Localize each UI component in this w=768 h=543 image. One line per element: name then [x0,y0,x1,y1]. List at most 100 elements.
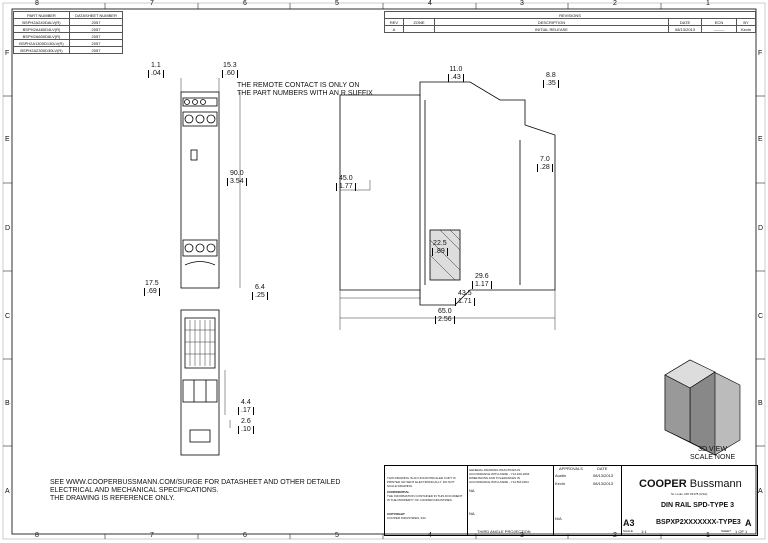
sheet-label: SHEET [721,529,732,533]
dim-in: 1.77 [336,183,356,191]
dim-in: .25 [252,292,268,300]
side-view [339,81,556,306]
revisions-title: REVISIONS [384,11,756,19]
confidential-label: CONFIDENTIAL [387,490,410,494]
table-row: BSPH2A600D6LV(R)2057 [13,32,124,40]
note-line: ELECTRICAL AND MECHANICAL SPECIFICATIONS… [50,487,219,494]
sheet-size: A3 [623,518,635,528]
header-cell: PART NUMBER [13,11,70,19]
dim-in: .35 [543,80,559,88]
revision: A [745,518,752,528]
table-row: BSPH2A1300D130LV(R)2057 [13,39,124,47]
header-cell: REV [384,18,404,26]
line: ACCORDANCE WITH ASME - Y14.5M-1994 [469,480,529,484]
zone-row: F [5,50,10,57]
cell: 2057 [68,46,124,54]
dim-mm: 45.0 [339,175,353,182]
dim-mm: 2.6 [241,418,251,425]
front-view [180,91,220,289]
date-label: DATE [597,466,608,471]
3d-view [664,359,741,456]
cell: BSPH2A600D6LV(R) [13,32,70,40]
table-row: BSPH2A2300D30LV(R)2057 [13,46,124,54]
company-column: COOPER Bussmann St. Louis, MO 63178 (USA… [621,466,757,535]
dim-in: 1.17 [472,281,492,289]
zone-col: 8 [35,0,39,7]
zone-col: 2 [613,0,617,7]
header-cell: ECN [701,18,737,26]
zone-col: 3 [520,0,524,7]
line: DIMENSIONS AND TOLERANCES IN [469,476,520,480]
sheet-number: 1 OF 1 [735,529,748,534]
company-logo: COOPER Bussmann [639,478,742,490]
zone-row: D [5,225,11,232]
dimension: 7.0.28 [537,156,553,172]
dimension: 1.1.04 [148,62,164,78]
note-line: SEE WWW.COOPERBUSSMANN.COM/SURGE FOR DAT… [50,479,341,486]
cell: INITIAL RELEASE [434,25,669,33]
cell: 2057 [68,25,124,33]
dim-mm: 7.0 [540,156,550,163]
dimension: 8.8.35 [543,72,559,88]
note-line: THE DRAWING IS REFERENCE ONLY. [50,495,175,502]
dim-in: .04 [148,70,164,78]
drawing-title: DIN RAIL SPD-TYPE 3 [661,502,734,509]
dim-mm: 11.0 [449,66,463,73]
dimension: 2.6.10 [238,418,254,434]
dim-mm: 4.4 [241,399,251,406]
location: St. Louis, MO 63178 (USA) [671,492,708,496]
dim-in: .89 [432,248,448,256]
zone-col: 7 [150,0,154,7]
cell: 2057 [68,32,124,40]
dimension: 15.3.60 [222,62,238,78]
zone-col: 7 [150,532,154,539]
zone-row: E [758,136,763,143]
dim-in: 3.54 [227,178,247,186]
na-field: N/A [555,516,562,521]
uncontrolled-note: THIS DRAWING IS AN UNCONTROLLED COPY IF … [387,476,457,488]
notes-column: THIS DRAWING IS AN UNCONTROLLED COPY IF … [385,466,468,535]
general-note: SEE WWW.COOPERBUSSMANN.COM/SURGE FOR DAT… [50,479,340,503]
table-row: BSPH2A240DALV(R)2057 [13,18,124,26]
dim-mm: 6.4 [255,284,265,291]
dim-mm: 29.6 [475,273,489,280]
cell: Kevin [736,25,756,33]
bottom-view [180,309,220,456]
zone-row: C [5,313,11,320]
note-line: THE PART NUMBERS WITH AN R SUFFIX [237,90,373,97]
table-row: BSPH2A480D4LV(R)2057 [13,25,124,33]
approvals-label: APPROVALS [559,466,583,471]
dim-in: .28 [537,164,553,172]
dim-in: 1.71 [455,298,475,306]
confidential-text: THE INFORMATION CONTAINED IN THIS DOCUME… [387,494,463,502]
cell: 08/13/2013 [668,25,702,33]
dim-mm: 65.0 [438,308,452,315]
scale-label: SCALE [623,529,633,533]
dimension: 22.5.89 [432,240,448,256]
zone-row: C [758,313,764,320]
header-cell: DATE [668,18,702,26]
dim-in: .10 [238,426,254,434]
scale: 1:1 [641,529,647,534]
zone-col: 5 [335,0,339,7]
checked-by: Kevin [555,481,566,486]
copyright-label: COPYRIGHT [387,512,405,516]
dim-in: .60 [222,70,238,78]
dim-mm: 17.5 [145,280,159,287]
cell: BSPH2A1300D130LV(R) [13,39,70,47]
dim-in: 2.56 [435,316,455,324]
cell: A [384,25,404,33]
drawn-date: 08/13/2013 [593,473,614,478]
dim-mm: 15.3 [223,62,237,69]
view-label: 3D VIEW [698,446,727,453]
